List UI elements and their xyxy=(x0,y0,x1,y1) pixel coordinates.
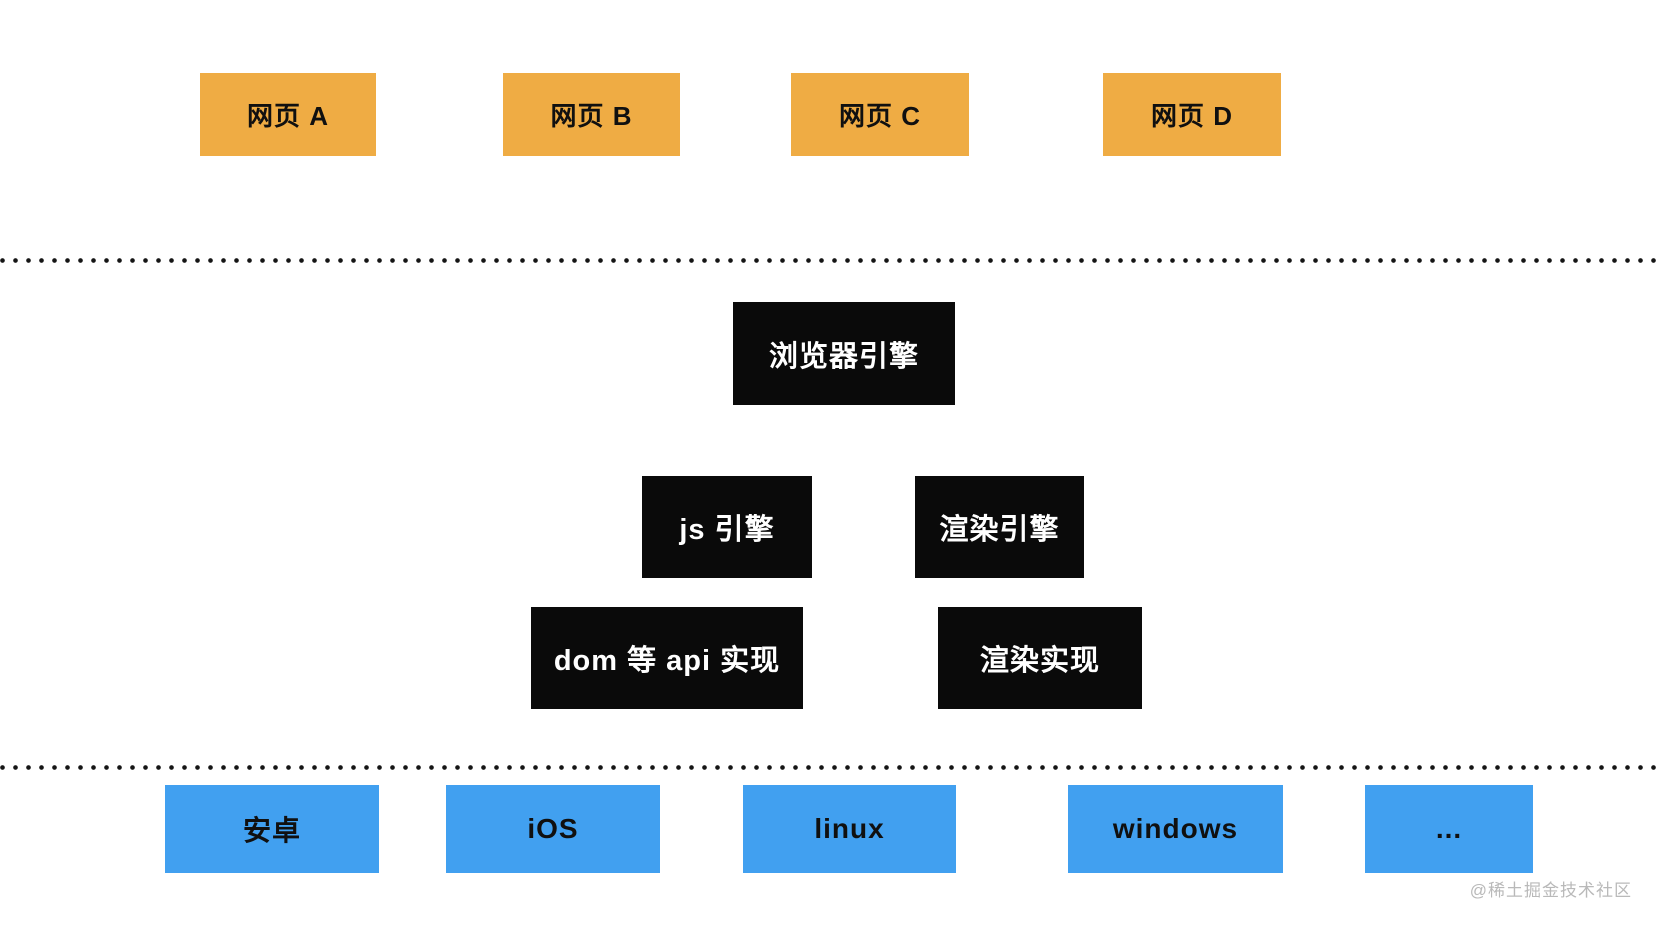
webpage-box-b-label: 网页 B xyxy=(550,101,633,131)
platform-box-linux: linux xyxy=(743,785,956,873)
platform-linux-label: linux xyxy=(814,813,885,844)
platform-more-label: ... xyxy=(1435,813,1463,844)
render-engine-label: 渲染引擎 xyxy=(939,514,1060,546)
platform-ios-label: iOS xyxy=(527,813,579,844)
webpage-box-c: 网页 C xyxy=(791,73,969,156)
platform-box-android: 安卓 xyxy=(165,785,379,873)
dotted-divider-bottom xyxy=(0,765,1656,770)
webpage-box-c-label: 网页 C xyxy=(838,101,921,131)
render-engine-box: 渲染引擎 xyxy=(915,476,1084,578)
js-engine-label: js 引擎 xyxy=(679,514,775,546)
platform-box-windows: windows xyxy=(1068,785,1283,873)
webpage-box-a: 网页 A xyxy=(200,73,376,156)
browser-engine-box: 浏览器引擎 xyxy=(733,302,955,405)
platform-windows-label: windows xyxy=(1112,813,1239,844)
browser-engine-label: 浏览器引擎 xyxy=(768,340,919,373)
platform-box-ios: iOS xyxy=(446,785,660,873)
webpage-box-a-label: 网页 A xyxy=(246,101,329,131)
webpage-box-b: 网页 B xyxy=(503,73,680,156)
js-engine-box: js 引擎 xyxy=(642,476,812,578)
platform-android-label: 安卓 xyxy=(242,815,301,846)
platform-box-more: ... xyxy=(1365,785,1533,873)
dotted-divider-top xyxy=(0,258,1656,263)
webpage-box-d-label: 网页 D xyxy=(1150,101,1233,131)
webpage-box-d: 网页 D xyxy=(1103,73,1281,156)
render-impl-box: 渲染实现 xyxy=(938,607,1142,709)
render-impl-label: 渲染实现 xyxy=(979,645,1100,677)
watermark: @稀土掘金技术社区 xyxy=(1469,881,1632,900)
dom-api-impl-box: dom 等 api 实现 xyxy=(531,607,803,709)
dom-api-impl-label: dom 等 api 实现 xyxy=(553,645,781,677)
